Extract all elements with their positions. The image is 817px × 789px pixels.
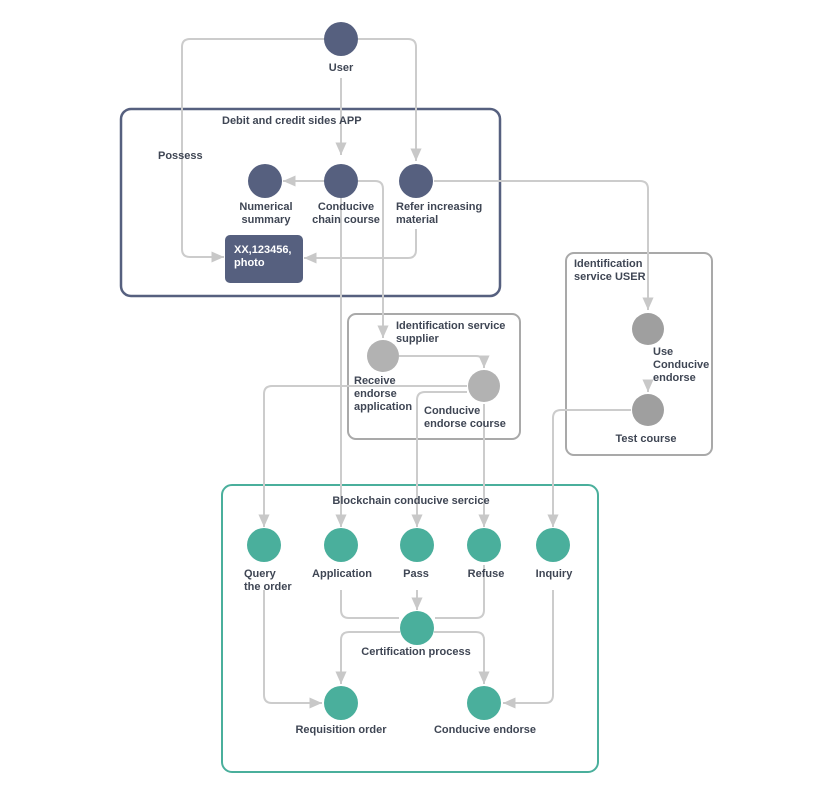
connector-query-requisition xyxy=(263,590,322,709)
connector-inquiry-endorse xyxy=(503,590,554,709)
connector-refer-use xyxy=(434,180,654,310)
connector-cert-endorse xyxy=(434,631,490,684)
requisition-label: Requisition order xyxy=(295,724,387,736)
connector-course-query xyxy=(258,385,467,527)
id-card-label: XX,123456, photo xyxy=(234,244,292,269)
conducive-endorse-label: Conducive endorse xyxy=(433,724,537,736)
query-order-label: Query the order xyxy=(244,568,292,593)
numerical-summary-node xyxy=(248,164,282,198)
id-card-node xyxy=(225,235,303,283)
connector-cert-requisition xyxy=(335,631,400,684)
certification-node xyxy=(400,611,434,645)
user-label: User xyxy=(328,62,354,74)
test-course-label: Test course xyxy=(615,433,677,445)
numerical-summary-label: Numerical summary xyxy=(239,201,293,226)
app-group-title: Debit and credit sides APP xyxy=(222,115,362,127)
connector-refer-card xyxy=(304,229,417,264)
supplier-group-title: Identification service supplier xyxy=(396,320,506,345)
conducive-chain-node xyxy=(324,164,358,198)
receive-endorse-node xyxy=(367,340,399,372)
connector-user-possess xyxy=(181,38,325,263)
query-order-node xyxy=(247,528,281,562)
user-service-group-box xyxy=(565,252,713,456)
user-service-group-title: Identification service USER xyxy=(574,258,646,283)
connector-test-inquiry xyxy=(547,409,631,527)
pass-node xyxy=(400,528,434,562)
application-label: Application xyxy=(312,568,372,580)
supplier-group-box xyxy=(347,313,521,440)
pass-label: Pass xyxy=(403,568,429,580)
blockchain-group-title: Blockchain conducive sercice xyxy=(332,495,490,507)
conducive-course-label: Conducive endorse course xyxy=(424,405,506,430)
receive-endorse-label: Receive endorse application xyxy=(354,375,413,413)
certification-label: Certification process xyxy=(361,646,471,658)
user-node xyxy=(324,22,358,56)
use-conducive-node xyxy=(632,313,664,345)
conducive-endorse-node xyxy=(467,686,501,720)
use-conducive-label: Use Conducive endorse xyxy=(653,346,710,384)
test-course-node xyxy=(632,394,664,426)
connector-chain-receive xyxy=(358,180,389,338)
connector-user-refer xyxy=(358,38,422,161)
connector-application-cert xyxy=(340,590,399,619)
app-group-box xyxy=(119,107,502,298)
inquiry-label: Inquiry xyxy=(535,568,573,580)
refuse-label: Refuse xyxy=(467,568,505,580)
connector-receive-course xyxy=(399,355,490,368)
possess-label: Possess xyxy=(158,150,203,162)
refer-material-node xyxy=(399,164,433,198)
application-node xyxy=(324,528,358,562)
connector-refuse-cert xyxy=(435,565,485,619)
connector-course-pass xyxy=(411,391,467,527)
refer-material-label: Refer increasing material xyxy=(396,201,483,226)
refuse-node xyxy=(467,528,501,562)
conducive-chain-label: Conducive chain course xyxy=(312,201,380,226)
inquiry-node xyxy=(536,528,570,562)
requisition-node xyxy=(324,686,358,720)
conducive-course-node xyxy=(468,370,500,402)
blockchain-group-box xyxy=(221,484,599,773)
